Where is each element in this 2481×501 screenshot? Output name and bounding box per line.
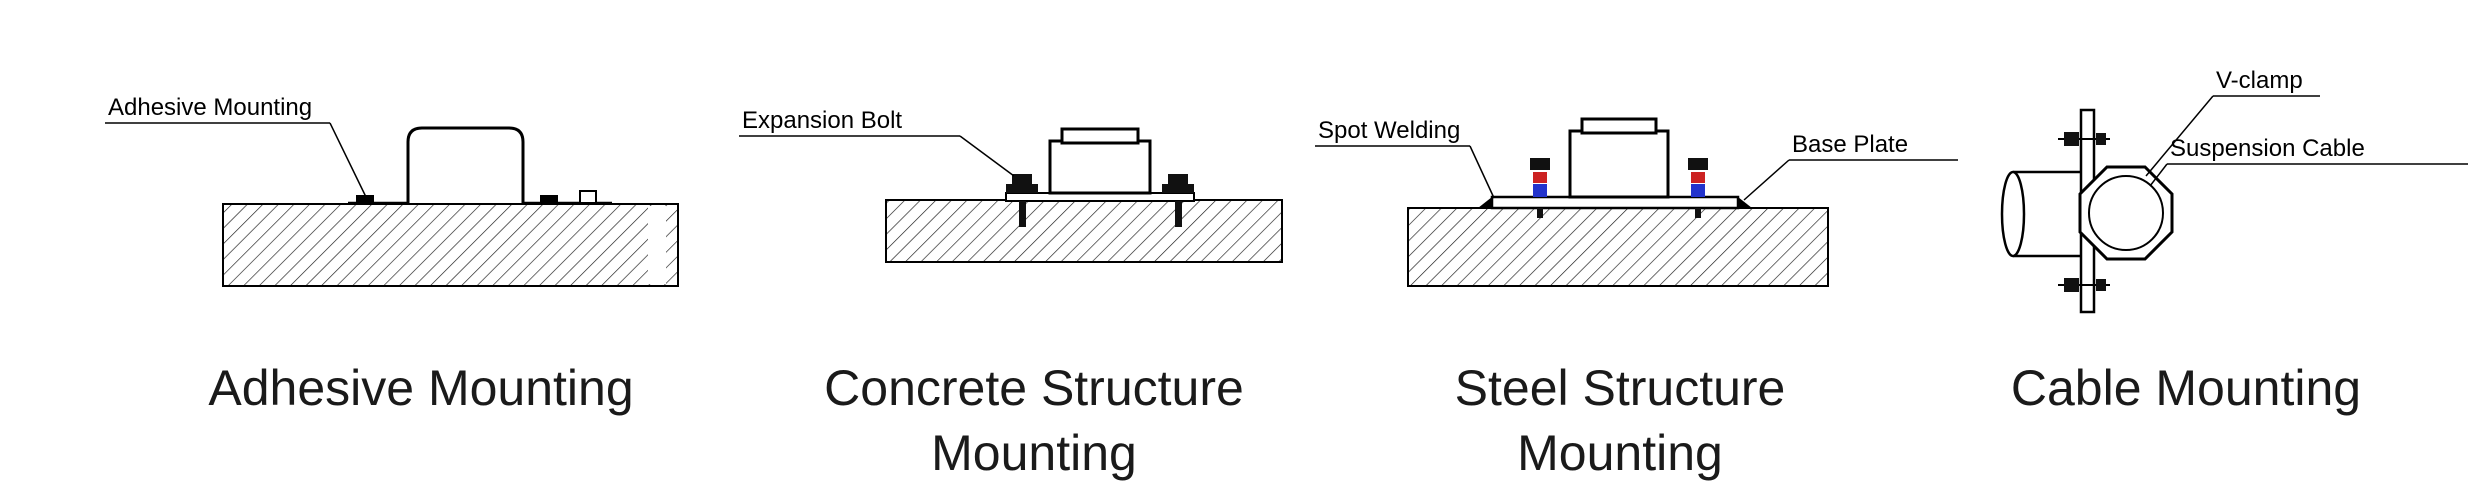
suspension-cable-callout-label: Suspension Cable <box>2170 135 2365 162</box>
v-clamp-callout-label: V-clamp <box>2216 67 2303 94</box>
expansion-bolt-left <box>1006 174 1038 227</box>
panel-steel-structure-mounting: Spot Welding Base Plate Steel Structure … <box>1315 117 1958 481</box>
expansion-bolt-right <box>1162 174 1194 227</box>
concrete-caption-line2: Mounting <box>931 425 1137 481</box>
adhesive-callout-label: Adhesive Mounting <box>108 94 312 121</box>
adhesive-pad-left <box>356 195 374 204</box>
panel-concrete-structure-mounting: Expansion Bolt Concrete Structure Mounti… <box>739 107 1283 481</box>
cable-caption: Cable Mounting <box>2011 360 2361 416</box>
steel-sensor-body <box>1568 129 1670 199</box>
adhesive-sensor-body <box>406 126 525 203</box>
adhesive-caption: Adhesive Mounting <box>208 360 633 416</box>
base-plate-callout-leader <box>1743 159 1790 201</box>
expansion-bolt-callout-leader <box>959 135 1015 177</box>
adhesive-slab-break <box>648 206 666 284</box>
panel-cable-mounting: V-clamp Suspension Cable Cable Mounting <box>2000 67 2468 416</box>
adhesive-pad-outline <box>579 190 597 204</box>
suspension-cable-callout-leader <box>2149 163 2168 187</box>
concrete-caption-line1: Concrete Structure <box>824 360 1244 416</box>
steel-bolt-right <box>1688 158 1708 218</box>
plate-bolt-bottom <box>2058 278 2110 292</box>
steel-bolt-left <box>1530 158 1550 218</box>
v-clamp-callout-leader <box>2145 95 2214 177</box>
steel-slab <box>1407 207 1829 287</box>
spot-welding-callout-label: Spot Welding <box>1318 117 1460 144</box>
adhesive-callout-leader <box>329 122 367 198</box>
steel-caption-line2: Mounting <box>1517 425 1723 481</box>
adhesive-pad-right <box>540 195 558 204</box>
adhesive-slab <box>222 203 679 287</box>
spot-welding-callout-leader <box>1469 145 1495 199</box>
steel-caption-line1: Steel Structure <box>1455 360 1786 416</box>
base-plate-callout-label: Base Plate <box>1792 131 1908 158</box>
concrete-slab <box>885 199 1283 263</box>
steel-sensor-lid <box>1580 117 1658 135</box>
spot-weld-right <box>1738 197 1752 208</box>
expansion-bolt-callout-label: Expansion Bolt <box>742 107 902 134</box>
concrete-sensor-body <box>1048 139 1152 195</box>
spot-weld-left <box>1478 197 1492 208</box>
concrete-sensor-lid <box>1060 127 1140 145</box>
cable-sensor-cylinder <box>2000 170 2081 258</box>
panel-adhesive-mounting: Adhesive Mounting Adhesive Mounting <box>105 94 679 416</box>
suspension-cable-section <box>2088 175 2164 251</box>
plate-bolt-top <box>2058 132 2110 146</box>
base-plate <box>1490 195 1740 210</box>
